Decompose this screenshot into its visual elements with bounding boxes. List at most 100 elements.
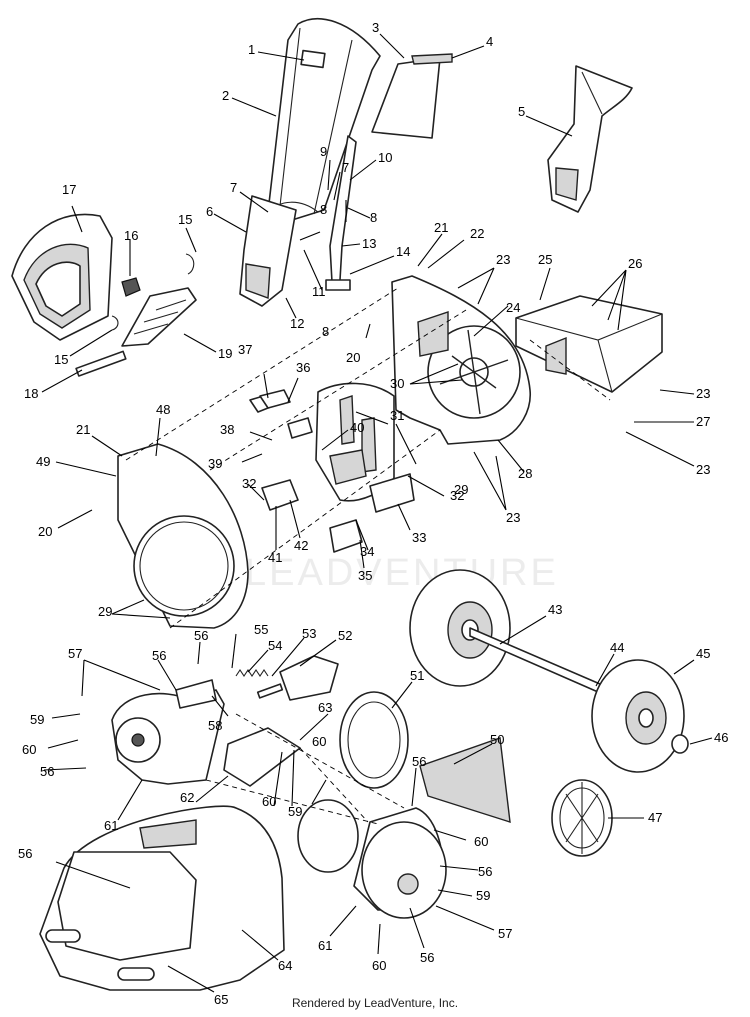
callout-11: 11 — [312, 284, 326, 299]
leader-lines — [41, 33, 713, 993]
front-housing-plate — [117, 443, 249, 629]
callout-29b: 29 — [98, 604, 112, 619]
lower-chute-collar — [239, 195, 297, 307]
callout-50: 50 — [490, 732, 504, 747]
callout-14: 14 — [396, 244, 410, 259]
callout-9: 9 — [320, 144, 327, 159]
callout-40: 40 — [350, 420, 364, 435]
callout-6: 6 — [206, 204, 213, 219]
callout-20a: 20 — [346, 350, 360, 365]
callout-15a: 15 — [178, 212, 192, 227]
callout-56b: 56 — [152, 648, 166, 663]
callout-56e: 56 — [478, 864, 492, 879]
callout-28: 28 — [518, 466, 532, 481]
callout-25: 25 — [538, 252, 552, 267]
callout-38: 38 — [220, 422, 234, 437]
callout-19: 19 — [218, 346, 232, 361]
callout-53: 53 — [302, 626, 316, 641]
callout-58: 58 — [208, 718, 222, 733]
callout-23d: 23 — [506, 510, 520, 525]
callout-41: 41 — [268, 550, 282, 565]
spring — [235, 669, 284, 699]
callout-33: 33 — [412, 530, 426, 545]
callout-56c: 56 — [40, 764, 54, 779]
callout-12: 12 — [290, 316, 304, 331]
callout-34: 34 — [360, 544, 374, 559]
upper-chute — [267, 18, 381, 221]
idler-bracket — [279, 655, 339, 701]
callout-31: 31 — [390, 408, 404, 423]
callout-57a: 57 — [68, 646, 82, 661]
callout-21a: 21 — [434, 220, 448, 235]
callout-labels: 1 2 3 4 5 6 7 7 8 8 8 9 10 11 12 13 14 1… — [18, 20, 728, 1007]
callout-62: 62 — [180, 790, 194, 805]
callout-3: 3 — [372, 20, 379, 35]
callout-32a: 32 — [450, 488, 464, 503]
callout-56a: 56 — [194, 628, 208, 643]
right-blower-housing — [353, 807, 447, 919]
callout-17: 17 — [62, 182, 76, 197]
latch-bracket — [121, 253, 197, 347]
callout-8a: 8 — [320, 202, 327, 217]
callout-8b: 8 — [370, 210, 377, 225]
callout-60c: 60 — [262, 794, 276, 809]
callout-59b: 59 — [288, 804, 302, 819]
callout-37: 37 — [238, 342, 252, 357]
callout-56f: 56 — [420, 950, 434, 965]
callout-51: 51 — [410, 668, 424, 683]
callout-2: 2 — [222, 88, 229, 103]
callout-23a: 23 — [496, 252, 510, 267]
callout-1: 1 — [248, 42, 255, 57]
callout-7b: 7 — [342, 160, 349, 175]
callout-55: 55 — [254, 622, 268, 637]
main-shroud — [39, 805, 285, 991]
footer-credit: Rendered by LeadVenture, Inc. — [291, 996, 459, 1010]
callout-23b: 23 — [696, 386, 710, 401]
callout-48: 48 — [156, 402, 170, 417]
callout-24: 24 — [506, 300, 520, 315]
callout-54: 54 — [268, 638, 282, 653]
callout-59a: 59 — [30, 712, 44, 727]
callout-8c: 8 — [322, 324, 329, 339]
callout-32b: 32 — [242, 476, 256, 491]
wheel-left — [409, 569, 511, 687]
callout-15b: 15 — [54, 352, 68, 367]
blade-set — [249, 389, 415, 553]
callout-61a: 61 — [104, 818, 118, 833]
callout-60d: 60 — [474, 834, 488, 849]
callout-21b: 21 — [76, 422, 90, 437]
callout-60a: 60 — [22, 742, 36, 757]
callout-44: 44 — [610, 640, 624, 655]
wheel-right — [591, 659, 685, 773]
pulley-cover-ring — [339, 691, 409, 789]
discharge-deflector — [547, 65, 633, 213]
callout-49: 49 — [36, 454, 50, 469]
chute-flap — [371, 53, 453, 139]
wheel-rim — [551, 779, 613, 857]
callout-60e: 60 — [372, 958, 386, 973]
watermark: LEADVENTURE — [245, 552, 559, 594]
callout-65: 65 — [214, 992, 228, 1007]
callout-18: 18 — [24, 386, 38, 401]
callout-10: 10 — [378, 150, 392, 165]
callout-20b: 20 — [38, 524, 52, 539]
callout-63: 63 — [318, 700, 332, 715]
hub-cap — [671, 734, 689, 754]
callout-64: 64 — [278, 958, 292, 973]
callout-4: 4 — [486, 34, 493, 49]
callout-22: 22 — [470, 226, 484, 241]
callout-39: 39 — [208, 456, 222, 471]
callout-61b: 61 — [318, 938, 332, 953]
callout-47: 47 — [648, 810, 662, 825]
callout-43: 43 — [548, 602, 562, 617]
engine-mount-plate — [515, 295, 663, 393]
deflector-plate — [419, 737, 511, 823]
chute-support-rod — [325, 135, 357, 291]
hopper-guard — [11, 213, 113, 341]
callout-52: 52 — [338, 628, 352, 643]
callout-30: 30 — [390, 376, 404, 391]
callout-16: 16 — [124, 228, 138, 243]
callout-56g: 56 — [18, 846, 32, 861]
callout-45: 45 — [696, 646, 710, 661]
